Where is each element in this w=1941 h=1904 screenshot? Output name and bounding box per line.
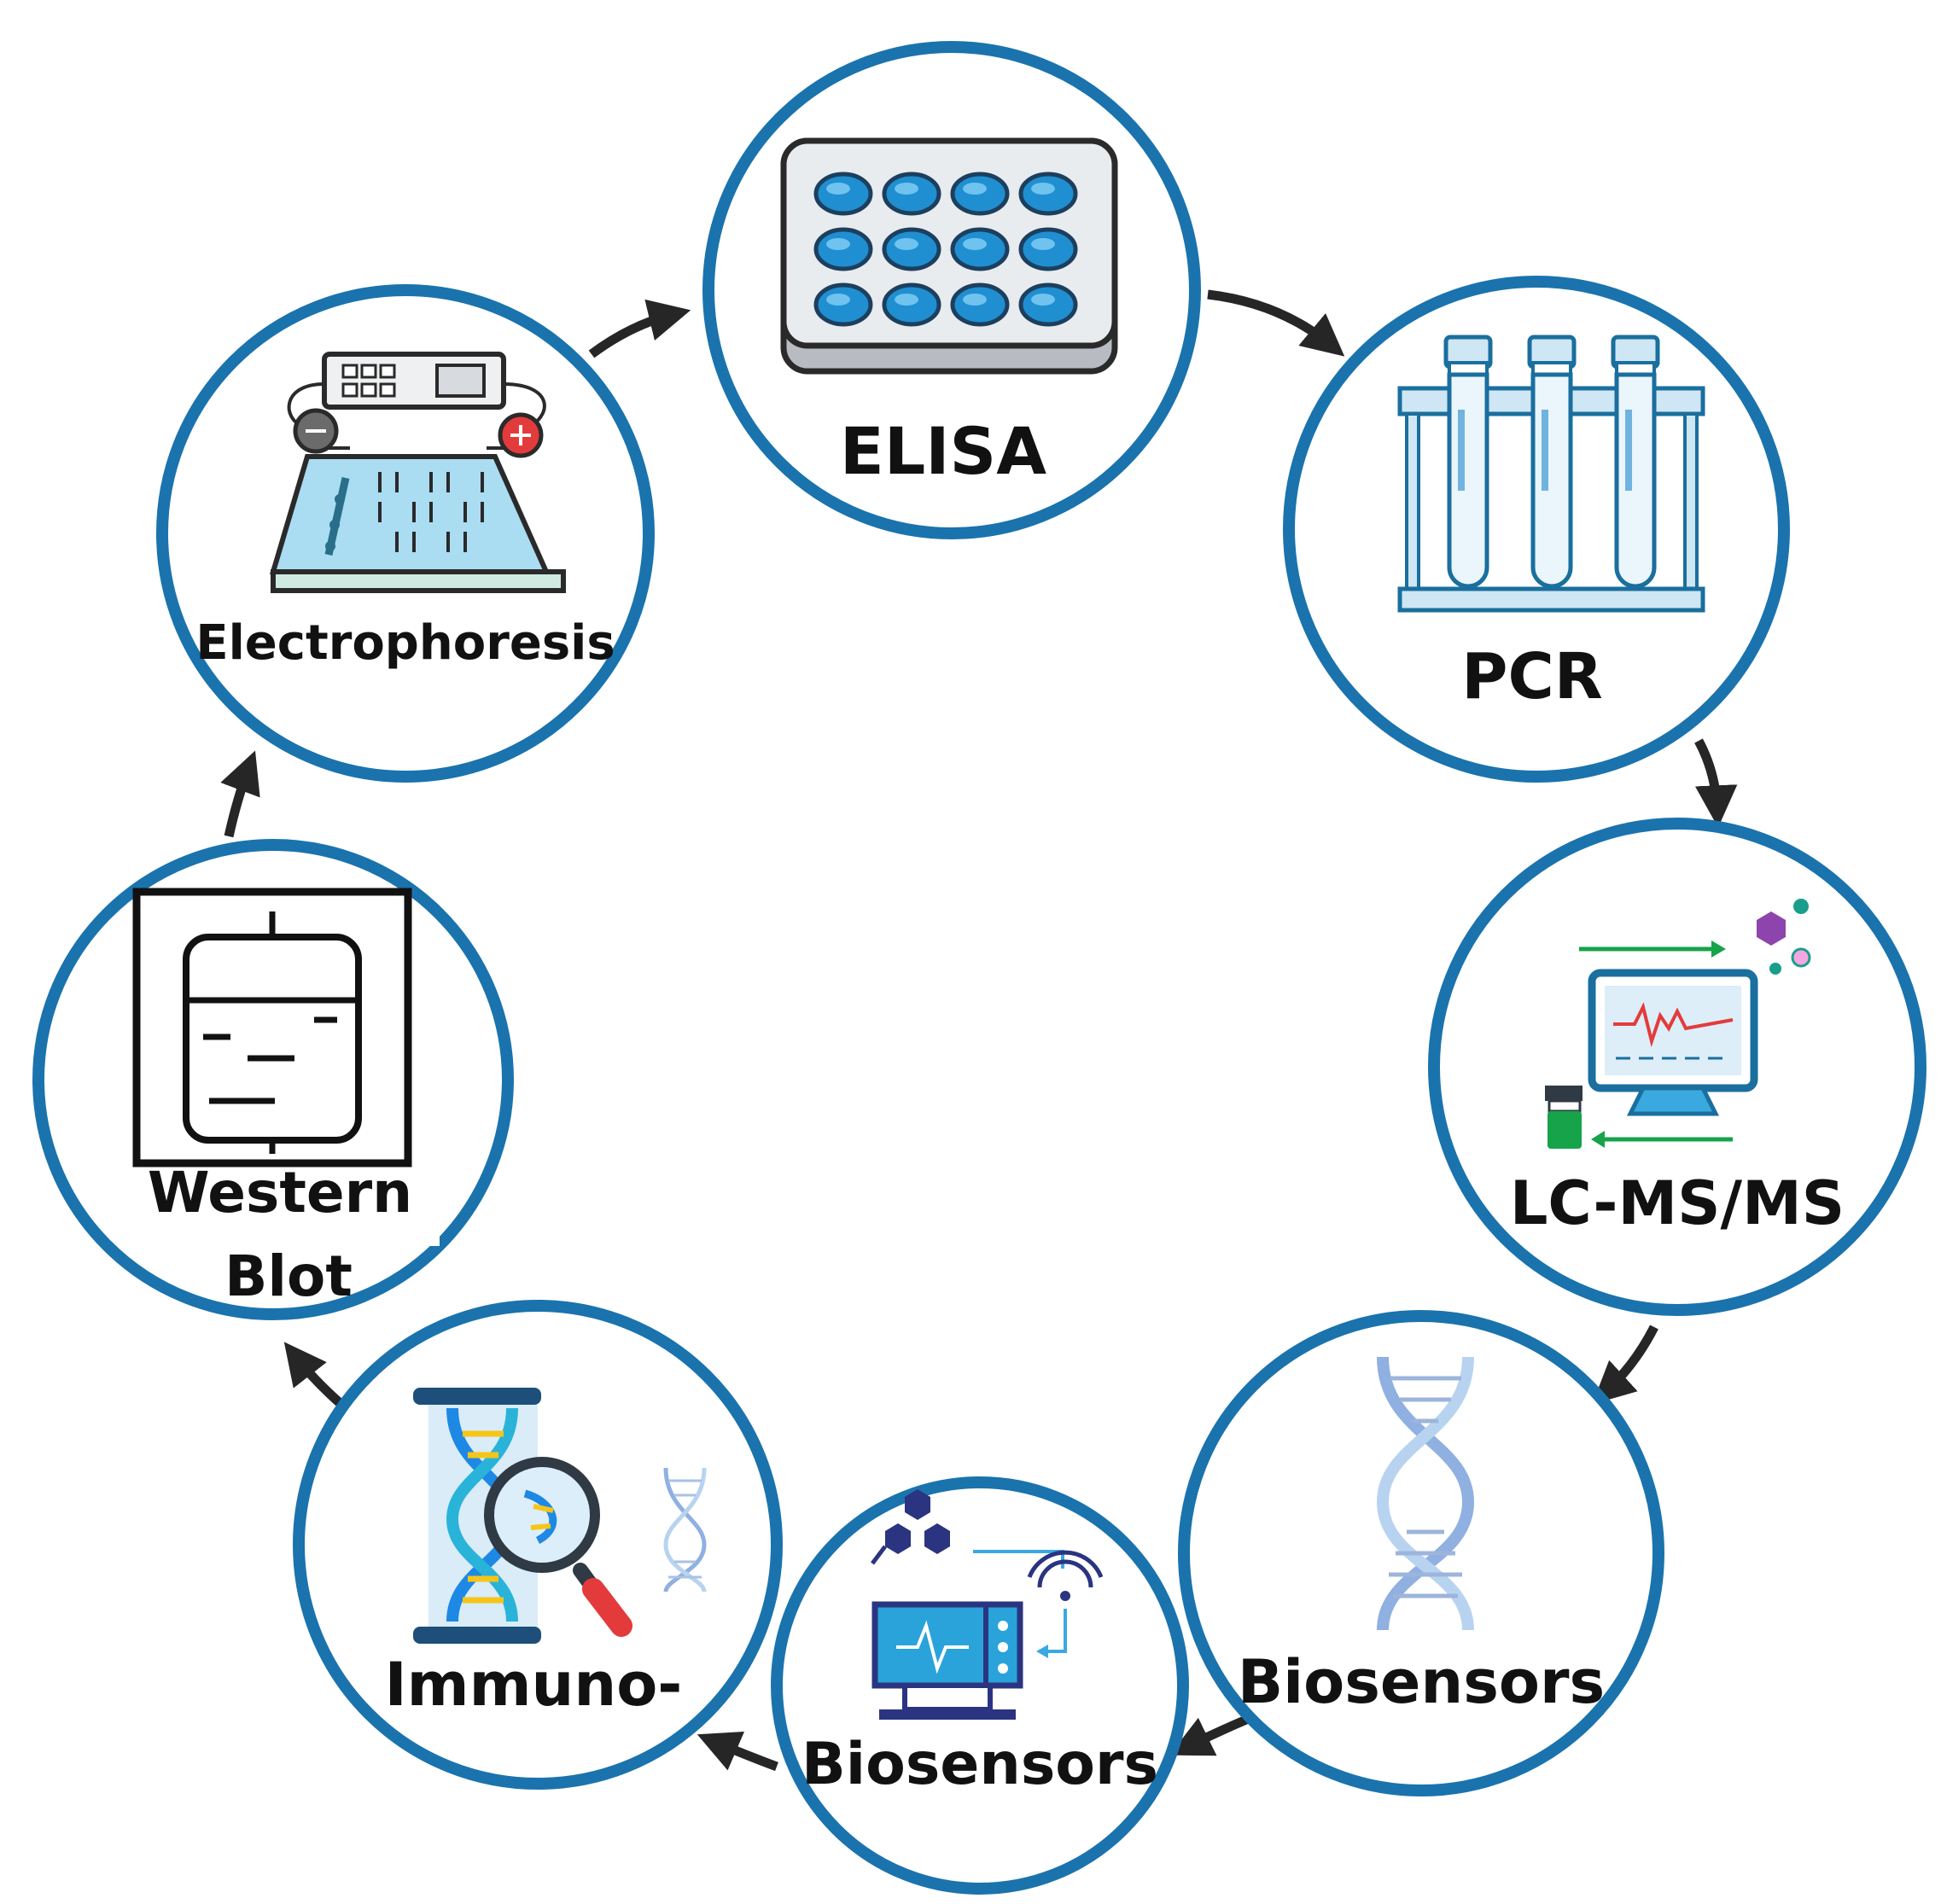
node-label-biosensors-device: Biosensors: [801, 1731, 1158, 1798]
node-western-blot: Western Blot: [32, 839, 514, 1320]
gel-electrophoresis-icon: [269, 352, 566, 593]
blot-membrane-icon: [132, 888, 412, 1167]
arrow-biosensors2-to-immuno: [697, 1731, 778, 1772]
microplate-icon: [780, 137, 1118, 375]
node-label-elisa: ELISA: [840, 413, 1046, 489]
test-tube-rack-icon: [1397, 335, 1705, 613]
arrow-elisa-to-pcr: [1207, 289, 1345, 357]
node-label-biosensors-dna: Biosensors: [1238, 1647, 1605, 1717]
node-pcr: PCR: [1283, 276, 1790, 783]
node-electrophoresis: Electrophoresis: [156, 284, 655, 783]
mass-spectrometer-monitor-icon: [1545, 899, 1811, 1149]
arrow-western-to-electro: [220, 750, 260, 838]
arrow-pcr-to-lcms: [1694, 738, 1738, 828]
test-tube: [1530, 372, 1573, 589]
node-lcms: LC-MS/MS: [1428, 818, 1926, 1316]
arrow-immuno-to-western: [283, 1342, 349, 1412]
node-biosensors-dna: Biosensors: [1178, 1310, 1664, 1796]
arrow-lcms-to-biosensors1: [1592, 1325, 1658, 1405]
node-label-immuno: Immuno-: [385, 1650, 683, 1720]
wireless-sensor-device-icon: [871, 1489, 1104, 1720]
dna-helix-icon: [1376, 1356, 1475, 1631]
test-tube: [1614, 372, 1657, 589]
node-label-electrophoresis: Electrophoresis: [195, 615, 615, 671]
node-immuno: Immuno-: [293, 1300, 783, 1790]
node-label-pcr: PCR: [1461, 640, 1603, 713]
arrow-electro-to-elisa: [588, 299, 691, 358]
node-elisa: ELISA: [702, 41, 1201, 539]
dna-magnifier-icon: [413, 1388, 707, 1644]
node-biosensors-device: Biosensors: [771, 1476, 1189, 1895]
node-label-lcms: LC-MS/MS: [1510, 1168, 1845, 1238]
node-label-western-line1: Western: [148, 1160, 412, 1226]
arrow-biosensors1-to-biosensors2: [1169, 1715, 1249, 1756]
test-tube: [1447, 372, 1489, 589]
node-label-western-line2: Blot: [224, 1243, 353, 1309]
